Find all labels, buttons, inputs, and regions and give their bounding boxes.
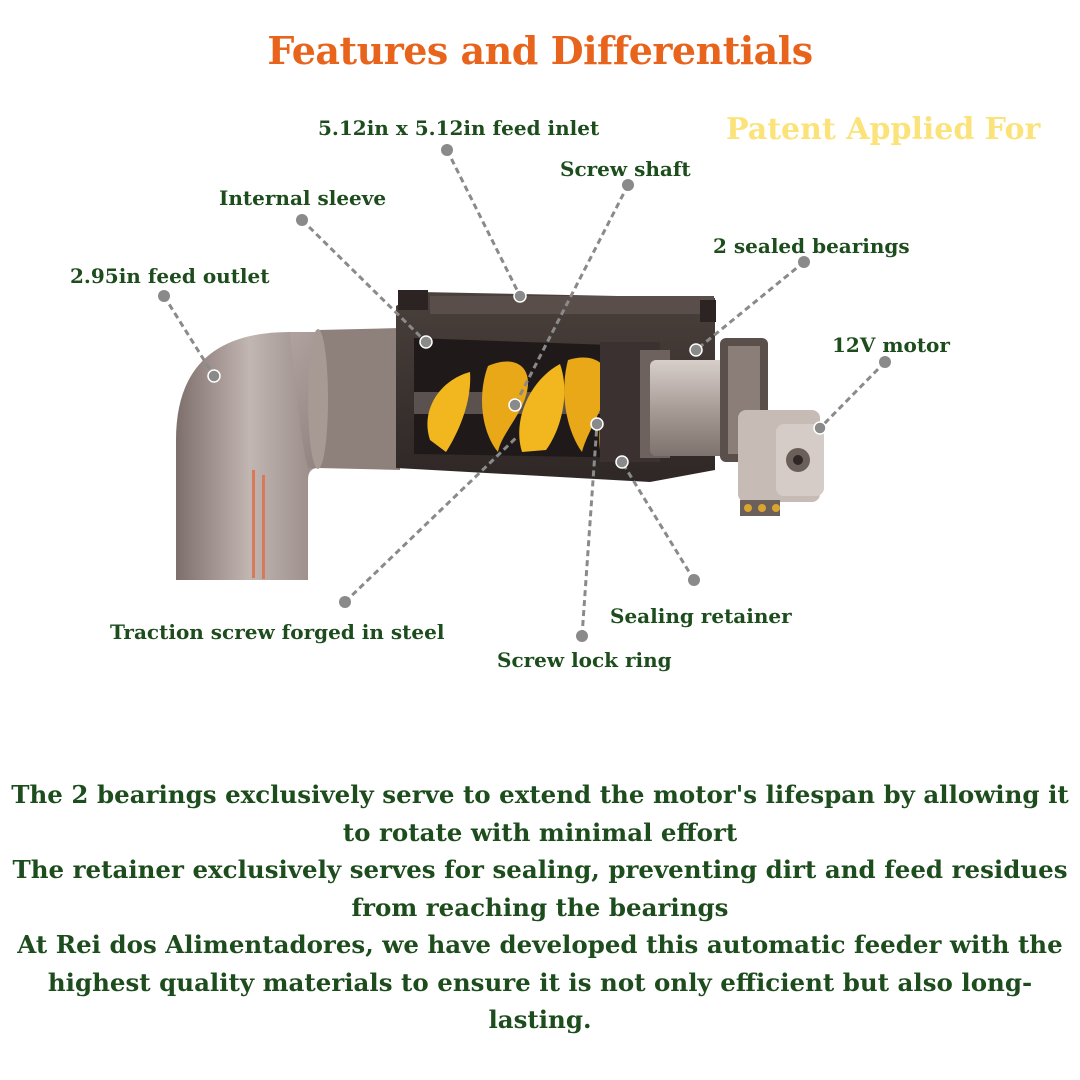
callout-feed-outlet: 2.95in feed outlet: [70, 264, 270, 288]
leader-dots: [158, 144, 891, 642]
description-company: At Rei dos Alimentadores, we have develo…: [17, 930, 1063, 1034]
outer-collar: [308, 328, 400, 470]
leader-sealing-retainer: [620, 461, 696, 581]
callout-sealed-bearings: 2 sealed bearings: [713, 234, 910, 258]
dot-screw-lock-ring-part: [590, 417, 604, 431]
description-bearings: The 2 bearings exclusively serve to exte…: [11, 780, 1069, 847]
dot-sealing-retainer-label: [688, 574, 700, 586]
leader-feed-outlet: [162, 295, 216, 377]
dot-screw-shaft-part: [508, 398, 522, 412]
callout-internal-sleeve: Internal sleeve: [219, 186, 387, 210]
callout-screw-lock-ring: Screw lock ring: [497, 648, 672, 672]
dot-screw-shaft-label: [622, 179, 634, 191]
dot-feed-outlet-part: [207, 369, 221, 383]
callout-screw-shaft: Screw shaft: [560, 157, 691, 181]
description-block: The 2 bearings exclusively serve to exte…: [10, 776, 1070, 1039]
page-title: Features and Differentials: [267, 28, 813, 73]
dot-motor-label: [879, 356, 891, 368]
leader-screw-lock-ring: [580, 423, 599, 637]
dot-feed-inlet-label: [441, 144, 453, 156]
callout-traction-screw: Traction screw forged in steel: [110, 620, 445, 644]
dot-sealed-bearings-part: [689, 343, 703, 357]
dot-feed-inlet-part: [513, 289, 527, 303]
dot-screw-lock-ring-label: [576, 630, 588, 642]
patent-note: Patent Applied For: [726, 112, 1041, 147]
callout-sealing-retainer: Sealing retainer: [610, 604, 792, 628]
callout-feed-inlet: 5.12in x 5.12in feed inlet: [318, 116, 600, 140]
leader-internal-sleeve: [300, 218, 428, 344]
leader-screw-shaft: [513, 184, 630, 406]
leader-sealed-bearings: [695, 260, 805, 352]
dot-sealing-retainer-part: [615, 455, 629, 469]
dot-internal-sleeve-part: [419, 335, 433, 349]
leader-motor: [818, 360, 887, 430]
leader-lines: [162, 149, 887, 637]
callout-motor: 12V motor: [832, 333, 950, 357]
dot-feed-outlet-label: [158, 290, 170, 302]
motor-body: [738, 410, 824, 516]
leader-feed-inlet: [445, 149, 522, 297]
dot-internal-sleeve-label: [296, 214, 308, 226]
dot-traction-screw-label: [339, 596, 351, 608]
dot-motor-part: [813, 421, 827, 435]
feeder-diagram: [158, 144, 891, 642]
description-retainer: The retainer exclusively serves for seal…: [12, 855, 1068, 922]
retainer-bearings: [600, 338, 768, 462]
dot-sealed-bearings-label: [798, 256, 810, 268]
